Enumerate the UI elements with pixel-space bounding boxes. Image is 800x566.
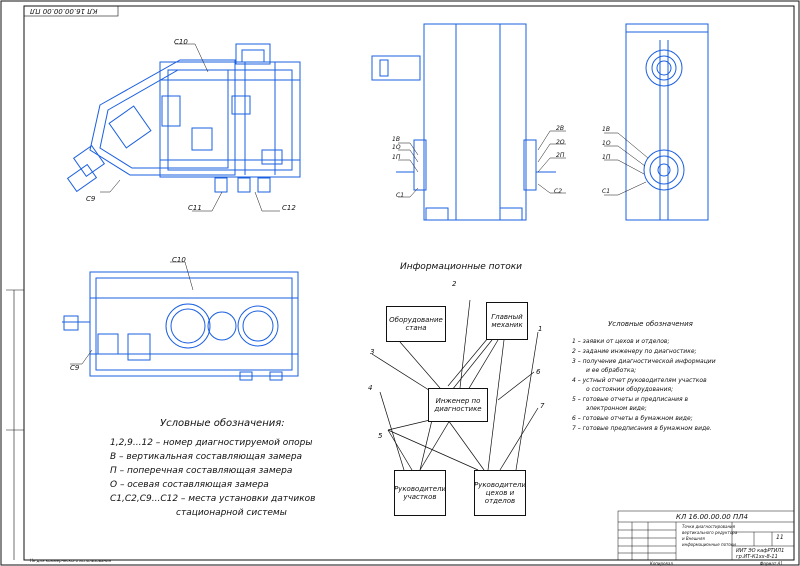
title-block-org: ИИТ ЭО кафРТИЛ1 [736, 548, 785, 554]
top-stamp: КЛ 16.00.00.00 ПЛ [30, 7, 98, 15]
main-legend-item: С1,С2,С9...С12 – места установки датчико… [110, 494, 316, 504]
box-equipment: Оборудование станa [386, 306, 446, 342]
label-2o: 2О [556, 139, 565, 146]
title-block-code: КЛ 16.00.00.00 ПЛ4 [676, 513, 748, 521]
title-block-name: вертикального редуктора [682, 530, 738, 535]
main-legend-item: стационарной системы [176, 508, 287, 518]
flow-legend-item: и ее обработка; [586, 367, 637, 374]
label-r-1o: 1О [602, 140, 611, 147]
gearbox-side-view [66, 43, 301, 193]
label-1o: 1О [392, 144, 401, 151]
label-r-1p: 1П [602, 154, 611, 161]
label-r-c1: C1 [602, 188, 611, 195]
flow-legend-item: 5 – готовые отчеты и предписания в [572, 396, 689, 403]
label-c12: C12 [282, 204, 296, 212]
title-block-name: информационные потоки [682, 542, 736, 547]
label-1v: 1В [392, 136, 400, 143]
main-legend-title: Условные обозначения: [160, 418, 285, 429]
title-block-format: Формат А1 [760, 561, 783, 566]
box-chief-mechanic: Главный механик [486, 302, 528, 340]
flow-legend-item: 7 – готовые предписания в бумажном виде. [572, 425, 712, 432]
title-block-name: Точки диагностирования [682, 524, 736, 529]
flow-legend-item: 4 – устный отчет руководителям участков [572, 377, 707, 384]
main-legend-item: О – осевая составляющая замера [110, 480, 269, 490]
label-c10-top: C10 [174, 38, 188, 46]
title-block-org: гр.ИТ-К1хх-8-11 [736, 554, 778, 560]
label-2v: 2В [556, 125, 564, 132]
gearbox-plan-view [62, 271, 299, 381]
label-c9-bottom: C9 [70, 364, 80, 372]
box-heads-shops: Руководители цехов и отделов [474, 470, 526, 516]
margin-note: Не для коммерческого использования [30, 558, 112, 563]
label-c10-bottom: C10 [172, 256, 186, 264]
label-c11: C11 [188, 204, 202, 212]
label-c2: C2 [554, 188, 563, 195]
flow-num-2: 2 [452, 280, 457, 288]
flow-num-4: 4 [368, 384, 373, 392]
label-c9-top: C9 [86, 195, 96, 203]
flow-title: Информационные потоки [400, 262, 523, 272]
flow-num-3: 3 [370, 348, 375, 356]
flow-legend-item: 1 – заявки от цехов и отделов; [572, 338, 670, 345]
flow-legend-item: 6 – готовые отчеты в бумажном виде; [572, 415, 693, 422]
flow-arrows [371, 299, 539, 471]
flow-legend-item: о состоянии оборудования; [586, 386, 674, 393]
label-2p: 2П [556, 152, 565, 159]
gearbox-front-view [371, 23, 556, 221]
title-block-copied: Копировал [650, 561, 673, 566]
main-legend-item: П – поперечная составляющая замера [110, 466, 293, 476]
title-block-name: и Внешняя [682, 536, 705, 541]
flow-legend-item: 2 – задание инженеру по диагностике; [572, 348, 697, 355]
box-engineer: Инженер по диагностике [428, 388, 488, 422]
main-legend-item: 1,2,9...12 – номер диагностируемой опоры [110, 438, 313, 448]
flow-legend-title: Условные обозначения [608, 320, 693, 328]
flow-num-7: 7 [540, 402, 545, 410]
box-heads-sections: Руководители участков [394, 470, 446, 516]
main-legend-item: В – вертикальная составляющая замера [110, 452, 303, 462]
label-1p: 1П [392, 154, 401, 161]
title-block-sheet: 11 [776, 534, 784, 541]
flow-num-6: 6 [536, 368, 541, 376]
label-r-1v: 1В [602, 126, 610, 133]
gearbox-right-view [625, 23, 709, 221]
flow-num-1: 1 [538, 325, 543, 333]
flow-num-5: 5 [378, 432, 383, 440]
title-block [617, 510, 795, 561]
flow-legend-item: электронном виде; [586, 405, 647, 412]
label-c1: C1 [396, 192, 405, 199]
flow-legend-item: 3 – получение диагностической информации [572, 358, 716, 365]
